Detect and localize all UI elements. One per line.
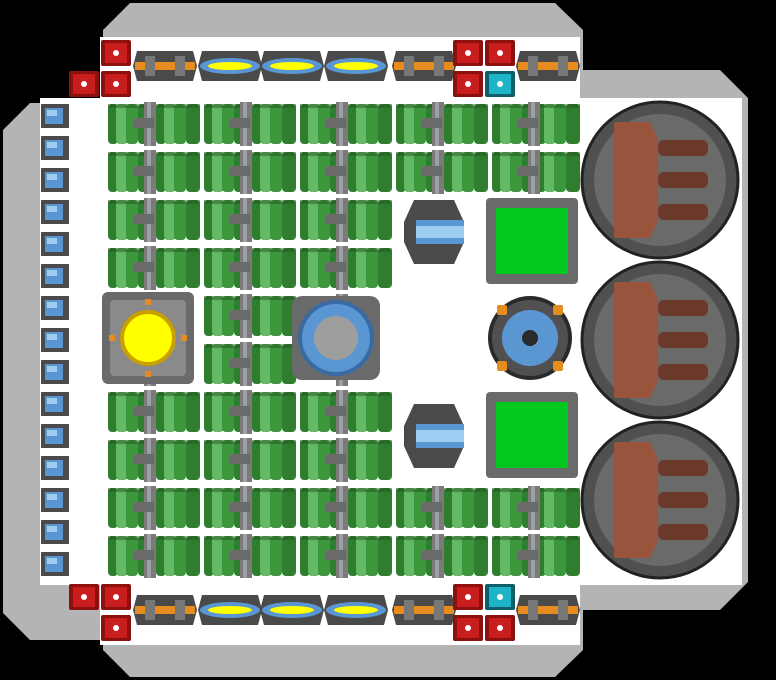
thruster-icon	[198, 595, 262, 625]
control-block-icon	[453, 584, 483, 610]
battery-icon	[41, 328, 69, 352]
fuel-tank-icon	[536, 488, 580, 528]
battery-icon	[41, 392, 69, 416]
gyro-hub-icon	[522, 330, 538, 346]
fuel-tank-icon	[348, 488, 392, 528]
thruster-icon	[260, 51, 324, 81]
control-block-icon	[485, 40, 515, 66]
fuel-tank-icon	[252, 200, 296, 240]
fuel-tank-icon	[156, 248, 200, 288]
control-block-icon	[69, 584, 99, 610]
gyro-node-icon	[553, 305, 563, 315]
fuel-tank-icon	[348, 200, 392, 240]
fuel-tank-icon	[156, 104, 200, 144]
fuel-tank-icon	[348, 248, 392, 288]
screen-panel-icon	[496, 402, 568, 468]
screen-panel-icon	[496, 208, 568, 274]
thruster-icon	[392, 51, 456, 81]
thruster-icon	[133, 595, 197, 625]
battery-icon	[41, 104, 69, 128]
fuel-tank-icon	[252, 152, 296, 192]
control-block-icon	[453, 71, 483, 97]
fuel-tank-icon	[156, 536, 200, 576]
center-modules	[102, 198, 578, 478]
battery-icon	[41, 424, 69, 448]
fuel-tank-icon	[252, 392, 296, 432]
coolant-block-icon	[485, 71, 515, 97]
fuel-tank-icon	[348, 152, 392, 192]
thruster-icon	[260, 595, 324, 625]
gyro-node-icon	[497, 361, 507, 371]
thruster-icon	[516, 51, 580, 81]
battery-column	[41, 104, 69, 576]
gyro-node-icon	[497, 305, 507, 315]
gyro-node-icon	[553, 361, 563, 371]
fuel-tank-icon	[156, 152, 200, 192]
side-turrets	[580, 100, 740, 580]
fuel-tank-icon	[252, 488, 296, 528]
battery-icon	[41, 360, 69, 384]
thruster-icon	[198, 51, 262, 81]
fuel-tank-icon	[252, 440, 296, 480]
reactor-node-icon	[145, 371, 151, 377]
reactor-node-icon	[109, 335, 115, 341]
control-block-icon	[101, 71, 131, 97]
thruster-icon	[392, 595, 456, 625]
battery-icon	[41, 200, 69, 224]
fuel-tank-icon	[252, 248, 296, 288]
battery-icon	[41, 520, 69, 544]
fuel-tank-icon	[444, 536, 488, 576]
shield-core-icon	[314, 316, 358, 360]
thruster-icon	[516, 595, 580, 625]
fuel-tank-icon	[348, 536, 392, 576]
control-block-icon	[485, 615, 515, 641]
thruster-icon	[324, 595, 388, 625]
fuel-tank-icon	[252, 536, 296, 576]
fuel-tank-icon	[348, 392, 392, 432]
reactor-node-icon	[181, 335, 187, 341]
fuel-tank-icon	[444, 152, 488, 192]
coolant-block-icon	[485, 584, 515, 610]
fuel-tank-icon	[252, 344, 296, 384]
fuel-tank-icon	[156, 392, 200, 432]
fuel-tank-icon	[156, 488, 200, 528]
fuel-tank-icon	[156, 440, 200, 480]
battery-icon	[41, 264, 69, 288]
battery-icon	[41, 456, 69, 480]
battery-icon	[41, 552, 69, 576]
reactor-node-icon	[145, 299, 151, 305]
fuel-tank-icon	[536, 152, 580, 192]
fuel-tank-icon	[252, 296, 296, 336]
thruster-icon	[133, 51, 197, 81]
turret-icon	[580, 420, 740, 580]
thruster-icon	[324, 51, 388, 81]
fuel-tank-icon	[536, 104, 580, 144]
control-block-icon	[69, 71, 99, 97]
turret-icon	[580, 260, 740, 420]
control-block-icon	[101, 615, 131, 641]
battery-icon	[41, 232, 69, 256]
battery-icon	[41, 296, 69, 320]
rail-cannon-icon	[404, 200, 464, 264]
rail-cannon-icon	[404, 404, 464, 468]
turret-icon	[580, 100, 740, 260]
reactor-core-icon	[120, 310, 176, 366]
fuel-tank-icon	[444, 488, 488, 528]
fuel-tank-icon	[444, 104, 488, 144]
fuel-tank-icon	[348, 440, 392, 480]
fuel-tank-icon	[156, 200, 200, 240]
fuel-tank-icon	[348, 104, 392, 144]
battery-icon	[41, 136, 69, 160]
battery-icon	[41, 488, 69, 512]
fuel-tank-icon	[252, 104, 296, 144]
control-block-icon	[101, 40, 131, 66]
battery-icon	[41, 168, 69, 192]
control-block-icon	[453, 40, 483, 66]
fuel-tank-icon	[536, 536, 580, 576]
control-block-icon	[453, 615, 483, 641]
control-block-icon	[101, 584, 131, 610]
